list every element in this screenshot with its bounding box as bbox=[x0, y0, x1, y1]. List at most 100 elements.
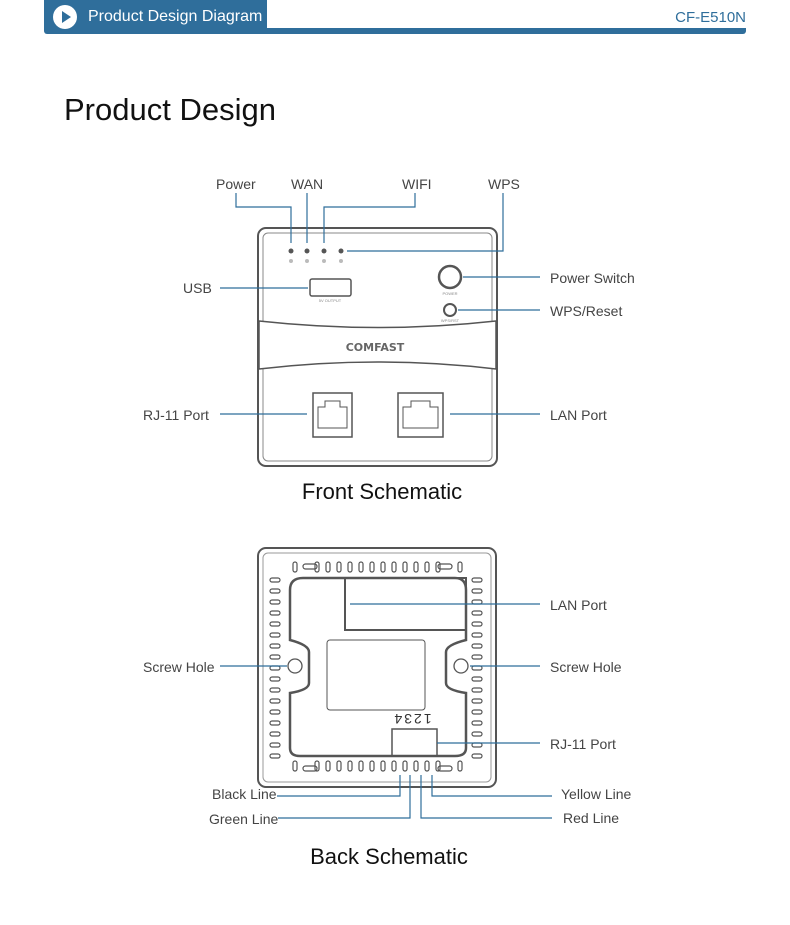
vent-slot bbox=[437, 765, 453, 772]
header-bar bbox=[44, 28, 746, 34]
front-caption: Front Schematic bbox=[301, 479, 463, 504]
vent-slot bbox=[358, 561, 364, 573]
label-black-line: Black Line bbox=[212, 786, 277, 802]
play-icon bbox=[53, 5, 77, 29]
label-red-line: Red Line bbox=[563, 810, 620, 826]
screw-hole-left bbox=[287, 658, 303, 674]
screw-hole-right bbox=[453, 658, 469, 674]
front-device bbox=[257, 227, 498, 467]
vent-slot bbox=[269, 676, 281, 682]
vent-slot bbox=[292, 760, 298, 772]
vent-slot bbox=[424, 760, 430, 772]
vent-slot bbox=[413, 760, 419, 772]
vent-slot bbox=[269, 588, 281, 594]
vent-slot bbox=[269, 687, 281, 693]
vent-slot bbox=[435, 561, 441, 573]
vent-slot bbox=[269, 731, 281, 737]
vent-slot bbox=[325, 561, 331, 573]
lan-port bbox=[397, 392, 444, 438]
label-rj11-front: RJ-11 Port bbox=[143, 407, 209, 423]
vent-slot bbox=[347, 760, 353, 772]
vent-slot bbox=[269, 742, 281, 748]
vent-slot bbox=[269, 654, 281, 660]
usb-output-text: 5V OUTPUT bbox=[319, 298, 342, 303]
vent-slot bbox=[424, 561, 430, 573]
vent-slot bbox=[471, 577, 483, 583]
label-usb: USB bbox=[183, 280, 212, 296]
vent-slot bbox=[369, 760, 375, 772]
vent-slot bbox=[471, 676, 483, 682]
vent-slot bbox=[471, 654, 483, 660]
vent-slot bbox=[471, 643, 483, 649]
rj11-block bbox=[391, 728, 438, 757]
vent-slot bbox=[358, 760, 364, 772]
pin-numbers: 1234 bbox=[392, 711, 431, 727]
vent-slot bbox=[391, 760, 397, 772]
vent-slot bbox=[269, 599, 281, 605]
vent-slot bbox=[336, 561, 342, 573]
vent-slot bbox=[471, 753, 483, 759]
power-button bbox=[437, 264, 463, 290]
label-power-switch: Power Switch bbox=[550, 270, 635, 286]
vent-slot bbox=[471, 610, 483, 616]
front-leader-lines bbox=[220, 193, 540, 415]
vent-slot bbox=[457, 760, 463, 772]
label-rj11-back: RJ-11 Port bbox=[550, 736, 616, 752]
vent-slot bbox=[269, 709, 281, 715]
usb-port bbox=[309, 278, 352, 297]
label-yellow-line: Yellow Line bbox=[561, 786, 632, 802]
vent-slot bbox=[471, 698, 483, 704]
label-wps-reset: WPS/Reset bbox=[550, 303, 623, 319]
label-screw-left: Screw Hole bbox=[143, 659, 215, 675]
page-title: Product Design bbox=[64, 92, 276, 127]
vent-slot bbox=[269, 720, 281, 726]
vent-slot bbox=[314, 561, 320, 573]
vent-slot bbox=[391, 561, 397, 573]
vent-slot bbox=[302, 765, 318, 772]
label-lan-front: LAN Port bbox=[550, 407, 607, 423]
brand-logo: COMFAST bbox=[346, 341, 405, 354]
vent-slot bbox=[325, 760, 331, 772]
vent-slot bbox=[269, 610, 281, 616]
label-lan-back: LAN Port bbox=[550, 597, 607, 613]
vent-slot bbox=[471, 720, 483, 726]
vent-slot bbox=[380, 760, 386, 772]
vent-slot bbox=[269, 577, 281, 583]
vent-slot bbox=[269, 753, 281, 759]
back-device bbox=[257, 547, 497, 788]
vent-slot bbox=[336, 760, 342, 772]
label-screw-right: Screw Hole bbox=[550, 659, 622, 675]
label-wan: WAN bbox=[291, 176, 324, 192]
vent-slot bbox=[369, 561, 375, 573]
wps-reset-button bbox=[443, 303, 457, 317]
vent-slot bbox=[402, 561, 408, 573]
vent-slot bbox=[471, 588, 483, 594]
vent-slot bbox=[471, 731, 483, 737]
label-wps: WPS bbox=[488, 176, 520, 192]
label-power: Power bbox=[216, 176, 256, 192]
led-indicators bbox=[288, 248, 344, 263]
vent-slot bbox=[471, 687, 483, 693]
vent-slot bbox=[471, 632, 483, 638]
vent-slot bbox=[292, 561, 298, 573]
vent-slot bbox=[413, 561, 419, 573]
vent-slot bbox=[471, 709, 483, 715]
vent-slot bbox=[269, 643, 281, 649]
back-leader-lines bbox=[220, 603, 552, 819]
back-caption: Back Schematic bbox=[310, 844, 468, 869]
vent-slot bbox=[471, 621, 483, 627]
vent-slot bbox=[347, 561, 353, 573]
power-text: POWER bbox=[442, 291, 457, 296]
wps-rst-text: WPS/RST bbox=[441, 318, 460, 323]
vent-slot bbox=[302, 563, 318, 570]
rj11-port bbox=[312, 392, 353, 438]
vent-slot bbox=[457, 561, 463, 573]
vent-slot bbox=[269, 621, 281, 627]
label-wifi: WIFI bbox=[402, 176, 432, 192]
model-number: CF-E510N bbox=[675, 9, 746, 26]
vent-slot bbox=[269, 698, 281, 704]
vent-slot bbox=[402, 760, 408, 772]
vent-slot bbox=[269, 632, 281, 638]
vent-slot bbox=[380, 561, 386, 573]
